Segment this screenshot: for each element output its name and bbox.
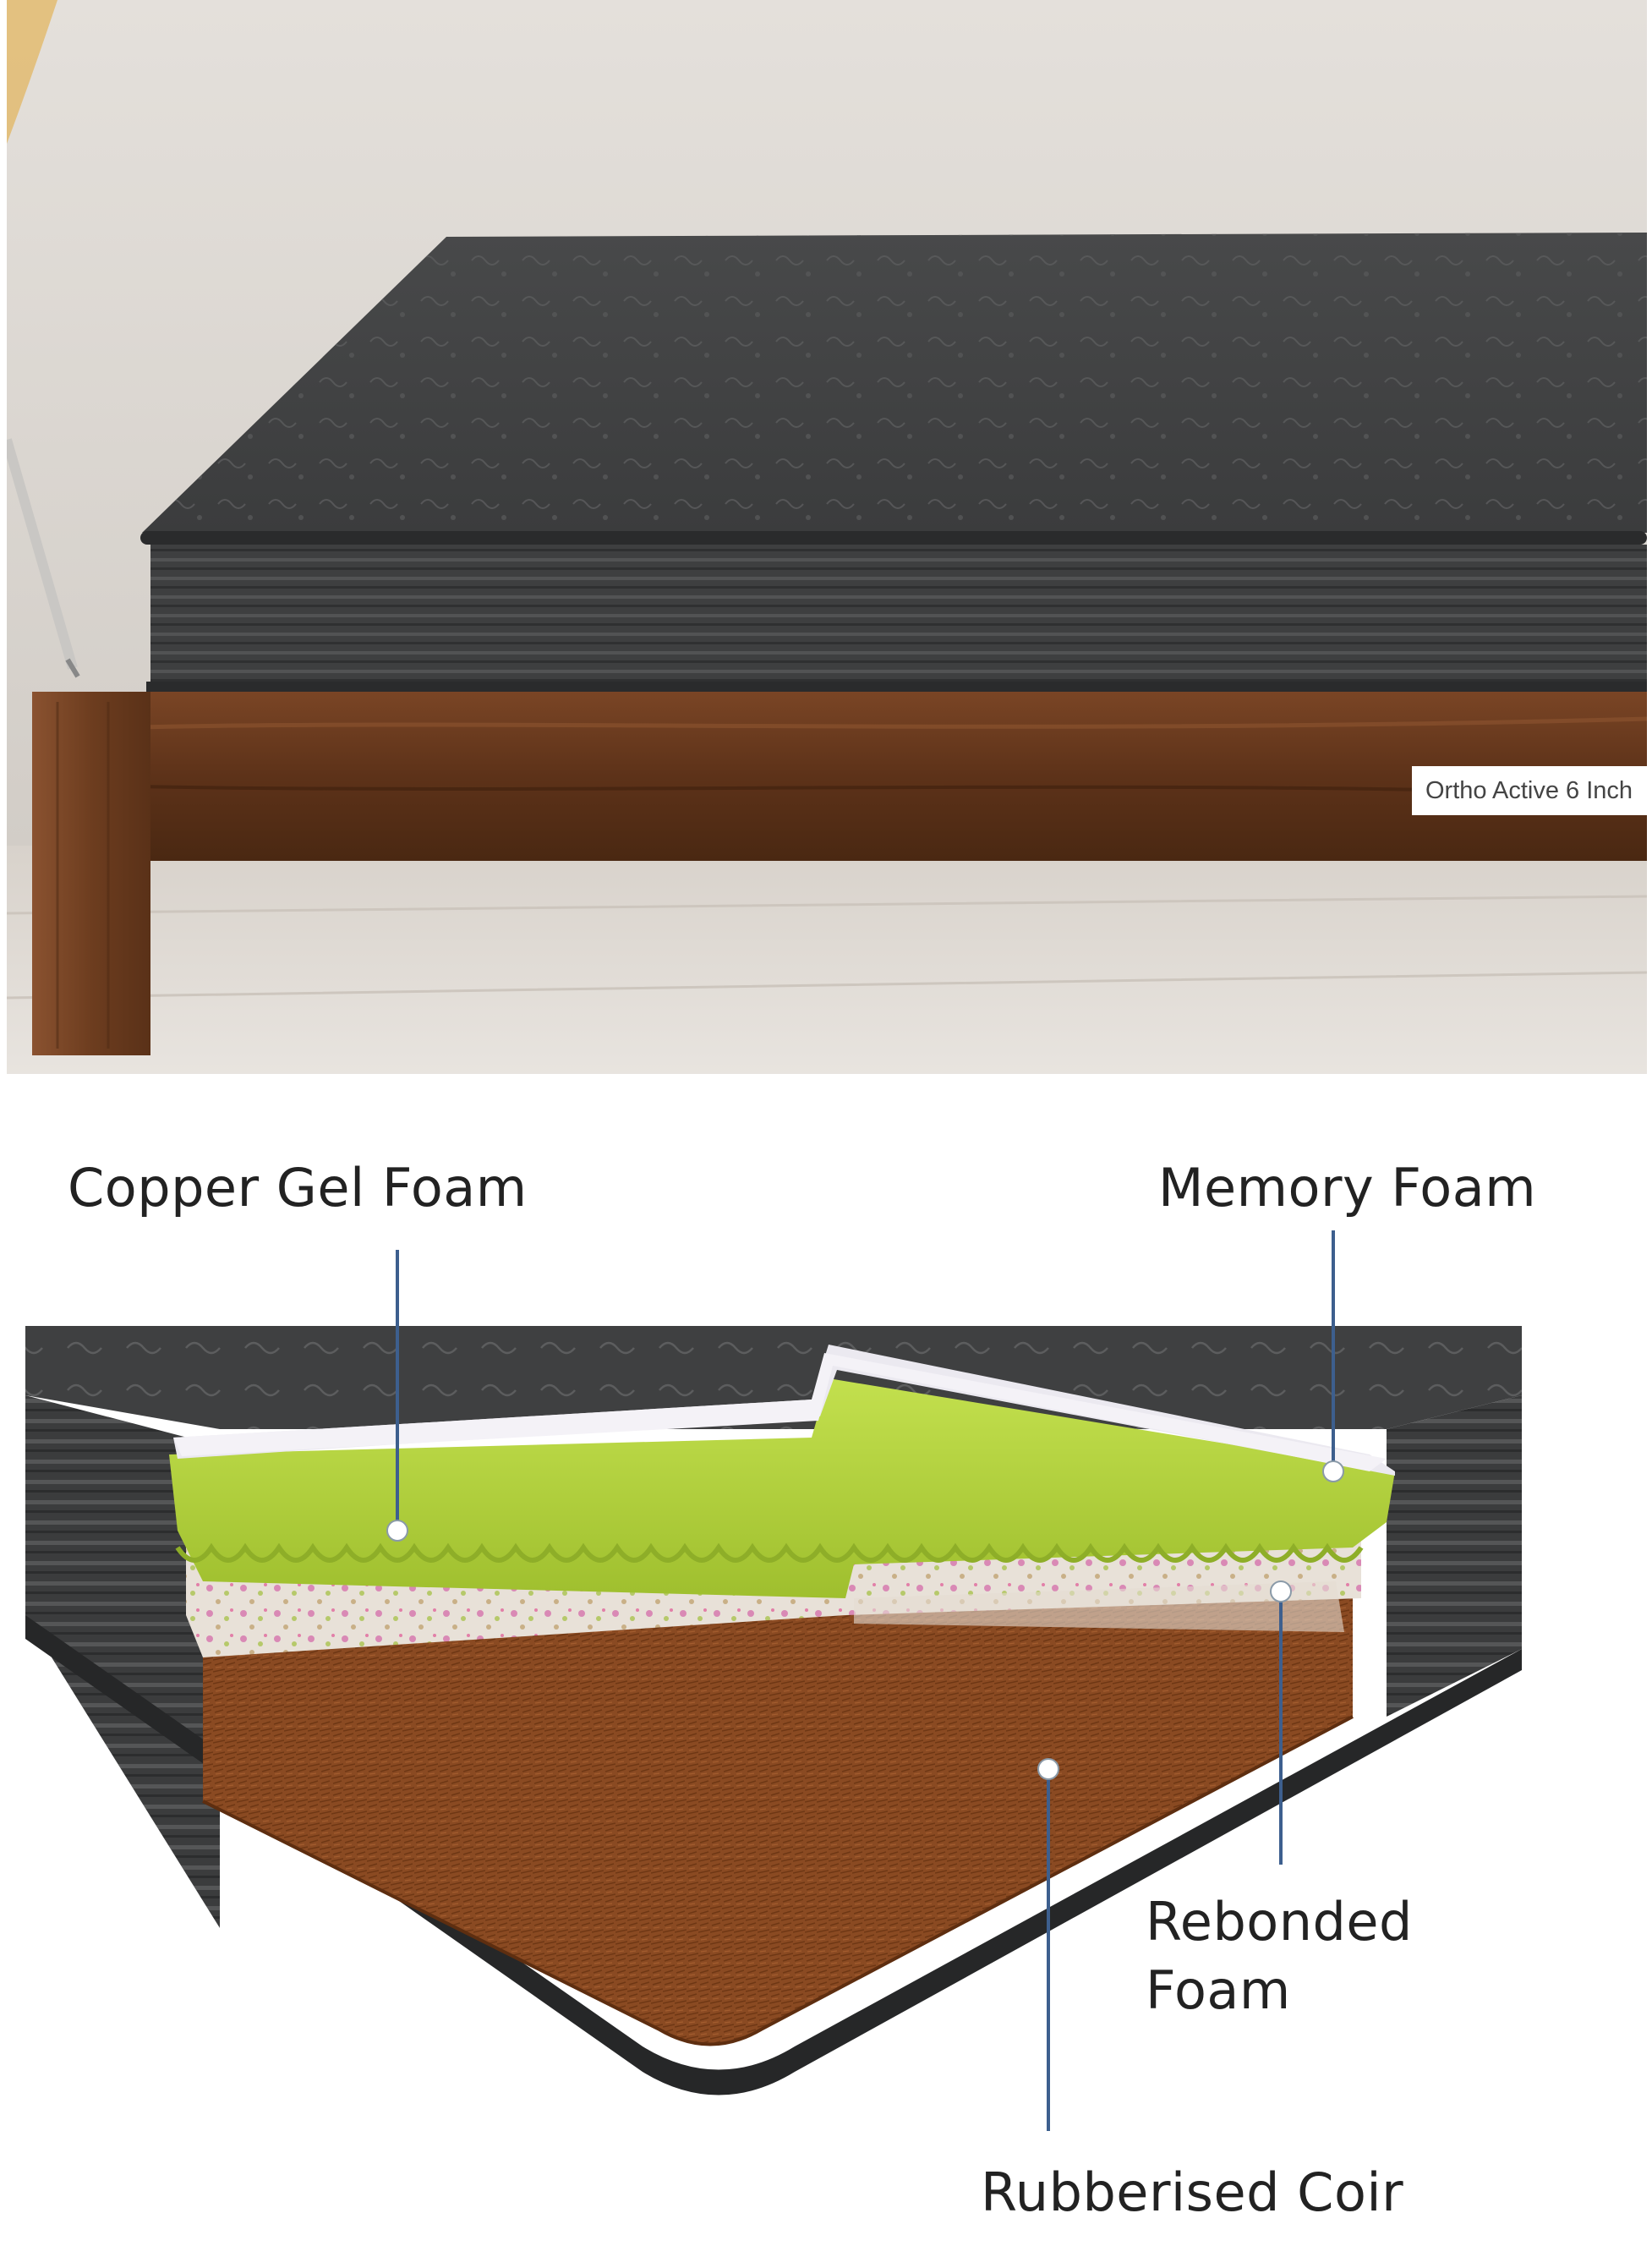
label-memory-foam: Memory Foam <box>1158 1157 1537 1219</box>
mattress-layer-diagram <box>0 1074 1652 2246</box>
product-name-caption: Ortho Active 6 Inch <box>1412 766 1652 815</box>
label-rebonded-foam-line2: Foam <box>1146 1959 1291 2021</box>
label-copper-gel-foam: Copper Gel Foam <box>68 1157 528 1219</box>
mattress-on-bed-illustration <box>7 0 1647 1074</box>
label-rebonded-foam-line1: Rebonded <box>1146 1891 1413 1953</box>
mattress-product-photo <box>7 0 1647 1074</box>
label-rubberised-coir: Rubberised Coir <box>981 2161 1404 2223</box>
layer-cutaway-illustration <box>25 1230 1522 2131</box>
